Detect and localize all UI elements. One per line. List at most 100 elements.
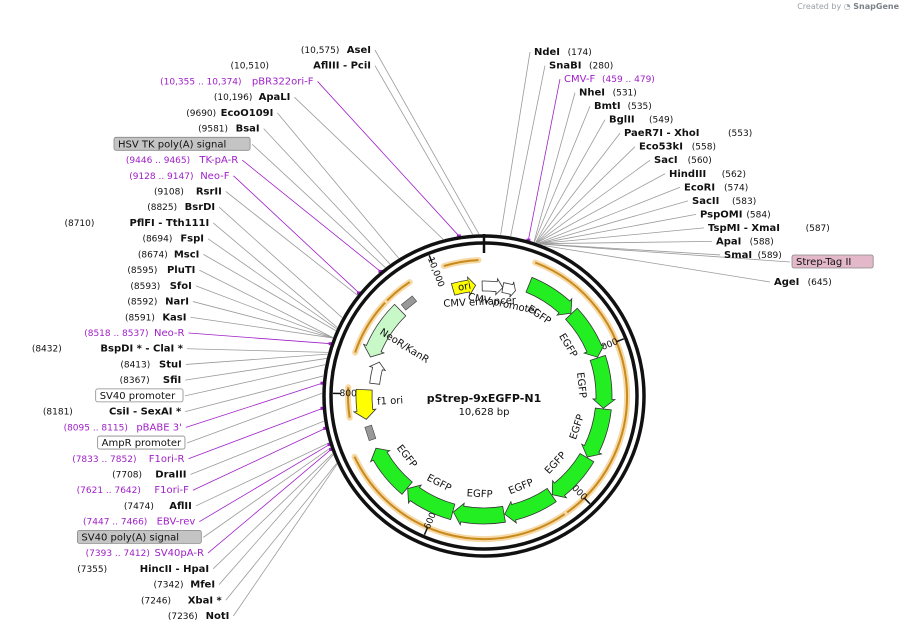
site-primer[interactable]: F1ori-F(7621 .. 7642) bbox=[77, 485, 190, 496]
site-enzyme[interactable]: DraIII(7708) bbox=[112, 470, 186, 481]
feature-arrow-egfp[interactable] bbox=[565, 307, 606, 358]
feature-arrows[interactable]: EGFPEGFPEGFPEGFPEGFPEGFPEGFPEGFPEGFPoriC… bbox=[352, 275, 617, 527]
site-name: EBV-rev bbox=[157, 517, 196, 528]
site-enzyme[interactable]: StuI(8413) bbox=[120, 359, 182, 370]
site-enzyme[interactable]: MscI(8674) bbox=[138, 249, 200, 260]
site-labels[interactable]: AseI(10,575) AflIII - PciI(10,510) pBR322o… bbox=[32, 45, 874, 622]
site-feature[interactable]: HSV TK poly(A) signal bbox=[113, 136, 251, 151]
site-primer[interactable]: TK-pA-R(9446 .. 9465) bbox=[126, 155, 238, 166]
site-enzyme[interactable]: CsiI - SexAI *(8181) bbox=[43, 407, 182, 418]
site-enzyme[interactable]: TspMI - XmaI(587) bbox=[708, 223, 830, 234]
site-enzyme[interactable]: MfeI(7342) bbox=[154, 580, 216, 591]
feature-arrow-egfp[interactable] bbox=[551, 453, 595, 499]
site-enzyme[interactable]: NheI(531) bbox=[579, 88, 637, 99]
site-enzyme[interactable]: HindIII(562) bbox=[669, 169, 746, 180]
feature-arrow-egfp[interactable] bbox=[407, 484, 456, 521]
site-enzyme[interactable]: Eco53kI(558) bbox=[639, 142, 716, 153]
feature-arrow-egfp[interactable] bbox=[525, 276, 573, 316]
site-enzyme[interactable]: BsaI(9581) bbox=[198, 124, 260, 135]
site-feature[interactable]: SV40 promoter bbox=[95, 388, 184, 403]
site-enzyme[interactable]: SacI(560) bbox=[654, 155, 712, 166]
site-enzyme[interactable]: AseI(10,575) bbox=[301, 45, 371, 56]
site-enzyme[interactable]: BmtI(535) bbox=[594, 101, 652, 112]
site-position: (8593) bbox=[130, 282, 160, 292]
feature-arrow-egfp[interactable] bbox=[589, 354, 617, 409]
site-enzyme[interactable]: AgeI(645) bbox=[774, 277, 832, 288]
site-enzyme[interactable]: SnaBI(280) bbox=[549, 61, 613, 72]
feature-arrow-cmv-promoter[interactable] bbox=[501, 281, 516, 298]
site-enzyme[interactable]: BspDI * - ClaI *(8432) bbox=[32, 344, 184, 355]
site-name: BsrDI bbox=[185, 202, 216, 213]
leader-line bbox=[374, 65, 474, 235]
site-feature[interactable]: SV40 poly(A) signal bbox=[77, 529, 202, 544]
site-name: AgeI bbox=[774, 277, 799, 288]
snapgene-logo-icon: ◔ bbox=[843, 2, 851, 11]
site-enzyme[interactable]: RsrII(9108) bbox=[154, 187, 222, 198]
credit-brand[interactable]: SnapGene bbox=[853, 2, 899, 11]
site-feature[interactable]: Strep-Tag II bbox=[791, 254, 874, 269]
site-enzyme[interactable]: SfoI(8593) bbox=[130, 281, 192, 292]
site-feature[interactable]: AmpR promoter bbox=[97, 435, 186, 450]
site-primer[interactable]: SV40pA-R(7393 .. 7412) bbox=[86, 548, 204, 559]
site-enzyme[interactable]: KasI(8591) bbox=[125, 312, 187, 323]
site-enzyme[interactable]: PaeR7I - XhoI(553) bbox=[624, 128, 752, 139]
primer-mark bbox=[378, 269, 383, 273]
site-enzyme[interactable]: PspOMI(584) bbox=[700, 209, 771, 220]
leader-line bbox=[185, 375, 324, 412]
feature-arrow-ori[interactable] bbox=[450, 275, 477, 297]
tick-mark bbox=[583, 497, 591, 505]
site-enzyme[interactable]: SfiI(8367) bbox=[120, 375, 182, 386]
hsv-tk-polya-mark bbox=[400, 295, 418, 311]
site-name: NdeI bbox=[534, 47, 560, 58]
feature-arrow-neor-kanr[interactable] bbox=[362, 303, 407, 358]
site-position: (531) bbox=[613, 89, 637, 99]
site-primer[interactable]: Neo-R(8518 .. 8537) bbox=[84, 328, 184, 339]
site-enzyme[interactable]: PflFI - Tth111I(8710) bbox=[64, 218, 209, 229]
site-enzyme[interactable]: FspI(8694) bbox=[142, 234, 204, 245]
leader-line bbox=[203, 254, 336, 331]
site-enzyme[interactable]: ApaLI(10,196) bbox=[214, 92, 291, 103]
site-enzyme[interactable]: EcoO109I(9690) bbox=[186, 108, 273, 119]
feature-arrow-egfp[interactable] bbox=[369, 447, 413, 495]
site-primer[interactable]: pBABE 3'(8095 .. 8115) bbox=[64, 422, 182, 433]
site-enzyme[interactable]: XbaI *(7246) bbox=[141, 595, 222, 606]
site-primer[interactable]: pBR322ori-F(10,355 .. 10,374) bbox=[160, 76, 314, 87]
site-enzyme[interactable]: NotI(7236) bbox=[168, 611, 230, 622]
feature-box bbox=[95, 388, 184, 403]
leader-line bbox=[185, 358, 327, 381]
leader-line bbox=[539, 243, 721, 256]
site-name: AflIII - PciI bbox=[313, 61, 371, 72]
site-name: BglII bbox=[609, 115, 635, 126]
site-enzyme[interactable]: AflIII - PciI(10,510) bbox=[230, 61, 371, 72]
feature-arrow-cmv-enhancer[interactable] bbox=[481, 277, 504, 296]
site-primer[interactable]: CMV-F(459 .. 479) bbox=[564, 74, 655, 85]
feature-arrow-egfp[interactable] bbox=[452, 502, 506, 527]
leader-line bbox=[540, 243, 791, 263]
site-primer[interactable]: F1ori-R(7833 .. 7852) bbox=[72, 454, 184, 465]
site-enzyme[interactable]: NarI(8592) bbox=[127, 297, 189, 308]
site-enzyme[interactable]: PluTI(8595) bbox=[127, 265, 195, 276]
site-enzyme[interactable]: NdeI(174) bbox=[534, 47, 592, 58]
site-position: (9128 .. 9147) bbox=[129, 172, 193, 182]
site-position: (535) bbox=[628, 102, 652, 112]
tick-label: 10,000 bbox=[425, 256, 446, 289]
feature-arrow-sv40-promoter[interactable] bbox=[368, 361, 387, 385]
site-enzyme[interactable]: AflII(7474) bbox=[124, 501, 192, 512]
site-enzyme[interactable]: SmaI(589) bbox=[724, 250, 782, 261]
site-primer[interactable]: Neo-F(9128 .. 9147) bbox=[129, 171, 230, 182]
site-enzyme[interactable]: BglII(549) bbox=[609, 115, 673, 126]
feature-arrow-f1-ori[interactable] bbox=[352, 388, 377, 420]
leader-line bbox=[207, 449, 332, 554]
site-enzyme[interactable]: EcoRI(574) bbox=[684, 182, 748, 193]
feature-arrow-egfp[interactable] bbox=[504, 487, 557, 524]
site-primer[interactable]: EBV-rev(7447 .. 7466) bbox=[83, 517, 195, 528]
site-enzyme[interactable]: BsrDI(8825) bbox=[147, 202, 215, 213]
site-enzyme[interactable]: HincII - HpaI(7355) bbox=[77, 564, 209, 575]
site-enzyme[interactable]: SacII(583) bbox=[692, 196, 756, 207]
site-name: Neo-R bbox=[154, 328, 185, 339]
feature-arrow-egfp[interactable] bbox=[580, 407, 612, 458]
site-position: (8694) bbox=[142, 235, 172, 245]
site-name: AflII bbox=[169, 501, 192, 512]
site-enzyme[interactable]: ApaI(588) bbox=[716, 236, 774, 247]
